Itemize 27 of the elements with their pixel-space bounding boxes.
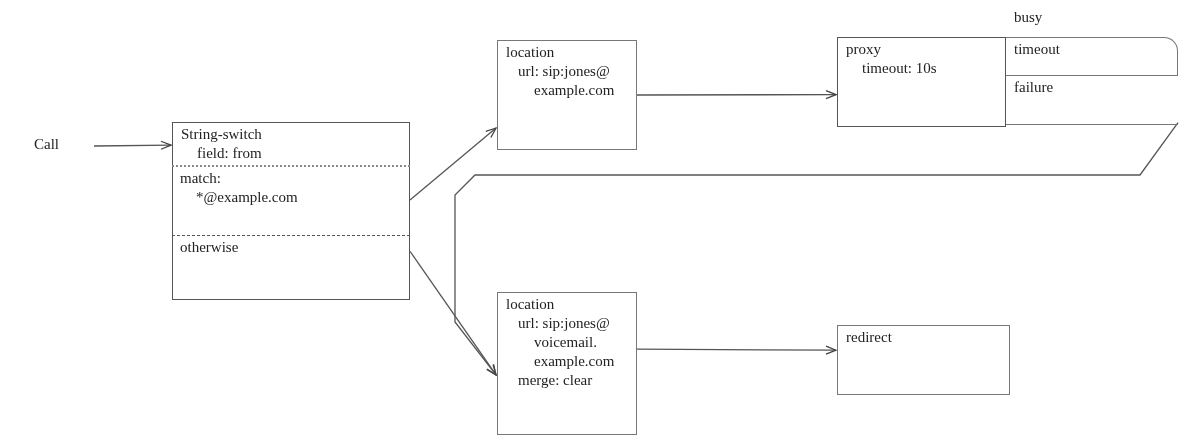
node-text: *@example.com <box>196 189 298 205</box>
arrow <box>636 345 837 355</box>
arrow <box>409 127 497 201</box>
node-text: merge: clear <box>518 372 593 388</box>
redirect-box <box>837 325 1010 395</box>
node-text: otherwise <box>180 239 239 255</box>
node-text: redirect <box>846 329 892 345</box>
node-text: proxy <box>846 41 881 57</box>
node-text: url: sip:jones@ example.com <box>518 63 615 98</box>
location-box <box>497 40 637 150</box>
switch-box <box>172 122 410 300</box>
arrow <box>93 140 172 150</box>
node-text: match: <box>180 170 221 186</box>
node-text: failure <box>1014 79 1054 95</box>
node-text: field: from <box>197 145 262 161</box>
node-text: String-switch <box>181 126 262 142</box>
arrow <box>454 121 1179 376</box>
node-text: timeout: 10s <box>862 60 937 76</box>
node-text: Call <box>34 136 59 152</box>
port-label: busy <box>1014 8 1043 27</box>
port-cell <box>1006 37 1178 76</box>
node-text: location <box>506 44 555 60</box>
node-text: location <box>506 296 555 312</box>
arrow <box>636 89 837 100</box>
location-box <box>497 292 637 435</box>
proxy-box <box>837 37 1006 127</box>
node-text: timeout <box>1014 41 1060 57</box>
